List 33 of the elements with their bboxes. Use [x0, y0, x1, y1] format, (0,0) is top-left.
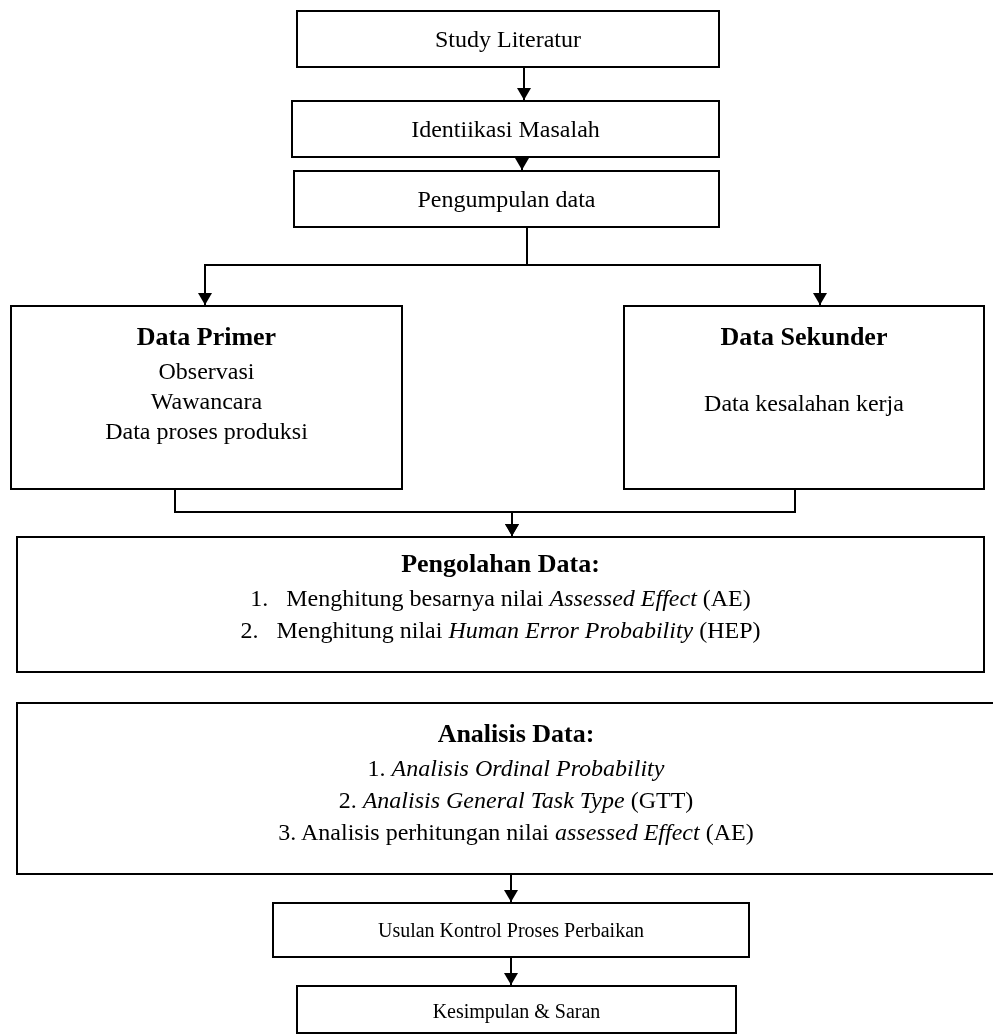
box-text: 2. Analisis General Task Type (GTT) — [338, 785, 694, 815]
box-text: Identiikasi Masalah — [411, 115, 600, 144]
process-box — [10, 305, 403, 490]
box-heading: Data Primer — [136, 321, 277, 353]
process-box — [272, 902, 750, 958]
process-box — [623, 305, 985, 490]
arrow — [517, 67, 531, 101]
box-text: Data kesalahan kerja — [704, 388, 904, 418]
arrow — [504, 874, 518, 903]
arrow — [504, 957, 518, 986]
box-text: Usulan Kontrol Proses Perbaikan — [377, 918, 645, 943]
box-heading: Data Sekunder — [720, 321, 888, 353]
box-text: Study Literatur — [435, 25, 581, 54]
process-box — [293, 170, 720, 228]
process-box — [291, 100, 720, 158]
box-text: 3. Analisis perhitungan nilai assessed Effect (AE) — [278, 817, 754, 847]
box-text: Wawancara — [150, 386, 263, 416]
box-text: Pengumpulan data — [417, 185, 596, 214]
box-text: Observasi — [158, 356, 255, 386]
box-text: Kesimpulan & Saran — [432, 999, 601, 1024]
process-box — [296, 985, 737, 1034]
arrow — [505, 489, 796, 537]
box-heading: Pengolahan Data: — [401, 548, 600, 580]
process-box — [16, 536, 985, 673]
box-text: 1. Menghitung besarnya nilai Assessed Effect (AE) — [250, 583, 751, 613]
arrow — [526, 227, 827, 306]
box-text: 2. Menghitung nilai Human Error Probability (HEP) — [240, 615, 761, 645]
process-box — [296, 10, 720, 68]
process-box — [16, 702, 993, 875]
box-heading: Analisis Data: — [437, 718, 595, 750]
arrow — [515, 157, 529, 171]
box-text: Data proses produksi — [105, 416, 308, 446]
box-text: 1. Analisis Ordinal Probability — [367, 753, 665, 783]
